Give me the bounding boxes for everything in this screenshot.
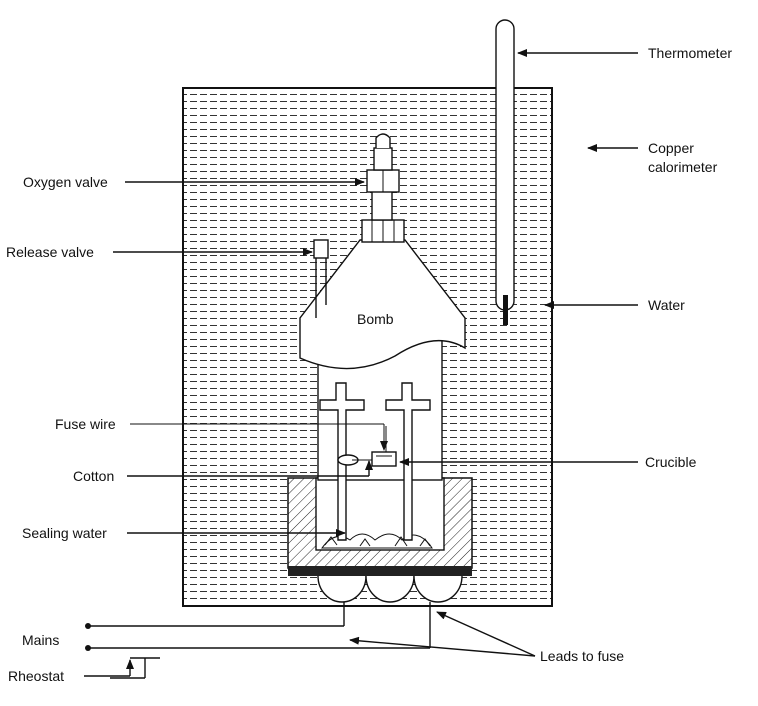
- label-thermometer: Thermometer: [648, 45, 732, 61]
- label-fuse-wire: Fuse wire: [55, 416, 116, 432]
- leads-to-fuse: [85, 602, 431, 651]
- label-pointers: [84, 49, 638, 677]
- label-water: Water: [648, 297, 685, 313]
- stirrer: [317, 575, 463, 603]
- label-rheostat: Rheostat: [8, 668, 64, 684]
- label-crucible: Crucible: [645, 454, 697, 470]
- label-cotton: Cotton: [73, 468, 114, 484]
- label-calorimeter: calorimeter: [648, 159, 718, 175]
- label-leads-to-fuse: Leads to fuse: [540, 648, 624, 664]
- sealing-water-base: [287, 477, 473, 576]
- label-oxygen-valve: Oxygen valve: [23, 174, 108, 190]
- label-bomb: Bomb: [357, 311, 394, 327]
- label-mains: Mains: [22, 632, 59, 648]
- thermometer: [495, 19, 515, 325]
- label-copper: Copper: [648, 140, 694, 156]
- rheostat: [110, 647, 160, 679]
- label-release-valve: Release valve: [6, 244, 94, 260]
- label-sealing-water: Sealing water: [22, 525, 107, 541]
